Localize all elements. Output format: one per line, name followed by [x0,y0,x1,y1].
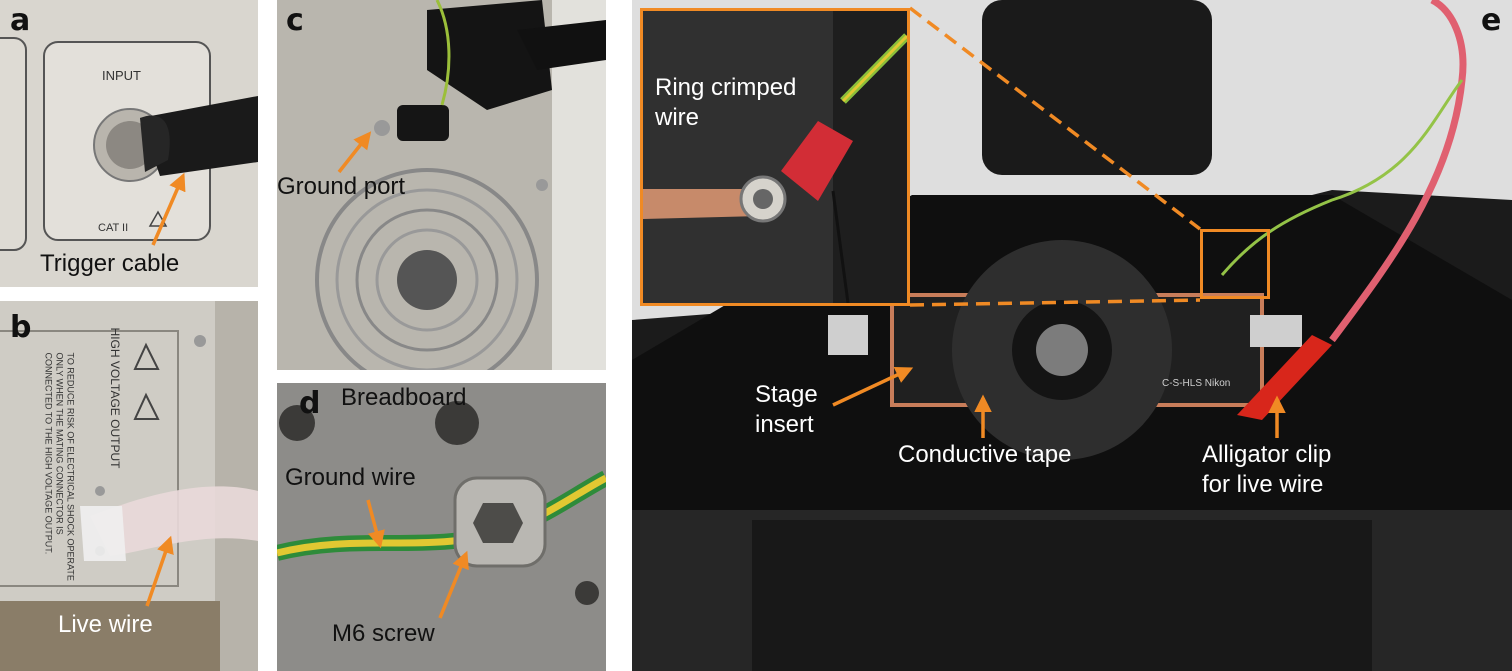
live-wire-callout: Live wire [58,611,153,638]
panel-c-photo [277,0,606,370]
trigger-cable-callout: Trigger cable [40,250,180,277]
panel-c-letter: c [286,3,304,38]
ground-port-callout: Ground port [277,173,406,200]
stage-insert-callout: Stage insert [755,381,818,438]
warning-text: TO REDUCE RISK OF ELECTRICAL SHOCK OPERA… [43,352,76,581]
panel-b-photo [0,301,258,671]
zoom-region-box [1200,229,1270,299]
panel-d-letter: d [299,386,321,421]
panel-a: a INPUT CAT II Trigger cable [0,0,258,287]
panel-e-letter: e [1481,3,1502,38]
m6-screw-callout: M6 screw [332,620,435,647]
panel-b-letter: b [10,310,32,345]
panel-a-photo [0,0,258,287]
stage-insert-text: C-S-HLS Nikon [1162,378,1231,389]
ground-wire-callout: Ground wire [285,464,416,491]
panel-e: Ring crimped wire e Stage insert Conduct… [632,0,1512,671]
alligator-clip-callout: Alligator clip for live wire [1202,441,1332,498]
panel-d-photo [277,383,606,671]
panel-b: TO REDUCE RISK OF ELECTRICAL SHOCK OPERA… [0,301,258,671]
conductive-tape-callout: Conductive tape [898,441,1072,468]
high-voltage-text: HIGH VOLTAGE OUTPUT [108,327,122,469]
panel-a-letter: a [10,3,31,38]
cat-label: CAT II [98,222,129,234]
panel-c: c Ground port [277,0,606,370]
input-label: INPUT [102,68,141,83]
breadboard-title: Breadboard [341,384,467,411]
panel-d: d Breadboard Ground wire M6 screw [277,383,606,671]
inset-ring-crimped-wire: Ring crimped wire [640,8,910,306]
ring-crimped-wire-callout: Ring crimped wire [655,74,797,131]
